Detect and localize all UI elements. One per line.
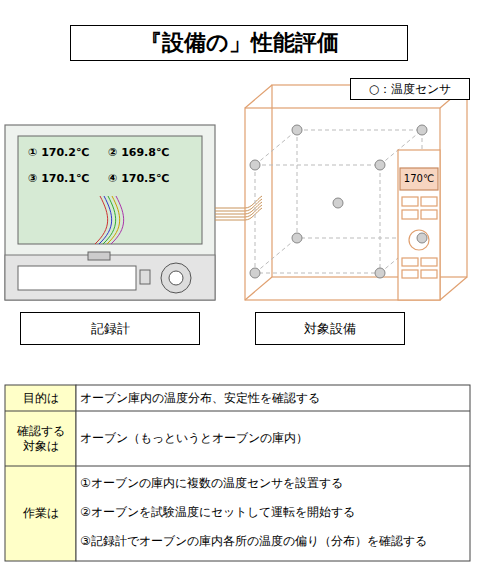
cell-text: 確認する 対象は <box>13 424 69 453</box>
table-cell: 作業は <box>5 466 76 561</box>
reading: ① 170.2℃ <box>28 146 89 159</box>
title-box: 『設備の」性能評価 <box>70 25 408 61</box>
table-cell: オーブン（もっというとオーブンの庫内） <box>80 411 308 466</box>
table-grid <box>5 385 470 561</box>
oven-figure <box>245 85 467 300</box>
recorder-figure <box>5 125 215 300</box>
table-cell: ①オーブンの庫内に複数の温度センサを設置する <box>80 476 343 490</box>
node-text: 記録計 <box>91 320 130 338</box>
node-text: ○：温度センサ <box>369 81 451 98</box>
reading: ② 169.8℃ <box>108 146 169 159</box>
recorder-label: 記録計 <box>20 312 200 345</box>
table-cell: ②オーブンを試験温度にセットして運転を開始する <box>80 505 355 519</box>
oven-display: 170℃ <box>400 168 438 190</box>
temperature-sensor <box>250 125 427 278</box>
table-cell: 確認する 対象は <box>5 411 76 466</box>
legend-box: ○：温度センサ <box>350 78 470 100</box>
title-text: 『設備の」性能評価 <box>140 28 339 58</box>
table-cell: オーブン庫内の温度分布、安定性を確認する <box>80 385 320 411</box>
reading: ③ 170.1℃ <box>28 172 89 185</box>
reading: ④ 170.5℃ <box>108 172 169 185</box>
node-text: 対象設備 <box>304 320 356 338</box>
table-cell: 目的は <box>5 385 76 411</box>
table-cell: ③記録計でオーブンの庫内各所の温度の偏り（分布）を確認する <box>80 534 427 548</box>
equipment-label: 対象設備 <box>255 312 405 345</box>
